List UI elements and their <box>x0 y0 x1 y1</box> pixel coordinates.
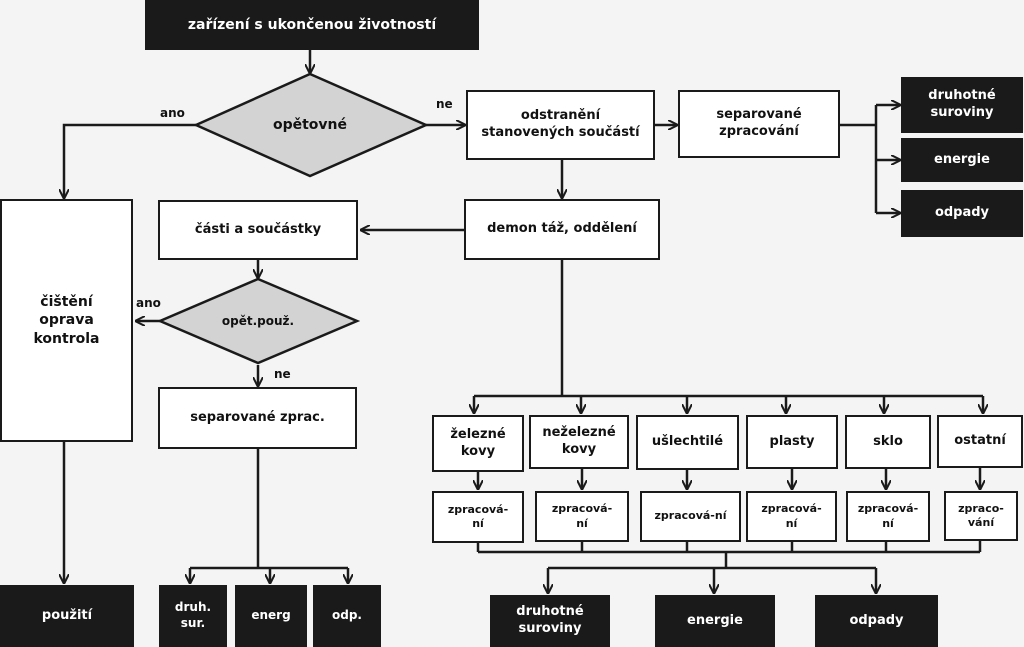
output-small-energy: energ <box>235 585 307 647</box>
node-remove-parts: odstranění stanovených součástí <box>466 90 655 160</box>
label-yes-2: ano <box>136 296 161 310</box>
output-use: použití <box>0 585 134 647</box>
process-box: zpracová- ní <box>535 491 629 542</box>
node-separated-small: separované zprac. <box>158 387 357 449</box>
output-small-waste: odp. <box>313 585 381 647</box>
label-no-1: ne <box>436 97 453 111</box>
category-box: plasty <box>746 415 838 469</box>
process-box: zpracová- ní <box>432 491 524 543</box>
node-clean: čištění oprava kontrola <box>0 199 133 442</box>
decision-reuse2-diamond <box>156 277 361 365</box>
output-top-raw: druhotné suroviny <box>901 77 1023 133</box>
category-box: neželezné kovy <box>529 415 629 469</box>
output-small-raw: druh. sur. <box>159 585 227 647</box>
label-yes-1: ano <box>160 106 185 120</box>
decision-reuse2-label: opět.použ. <box>221 314 295 328</box>
decision-reuse-diamond <box>192 72 430 178</box>
category-box: ušlechtilé <box>636 415 739 470</box>
label-no-2: ne <box>274 367 291 381</box>
category-box: sklo <box>845 415 931 469</box>
node-start: zařízení s ukončenou životností <box>145 0 479 50</box>
output-bottom-raw: druhotné suroviny <box>490 595 610 647</box>
process-box: zpracová- ní <box>746 491 837 542</box>
output-top-waste: odpady <box>901 190 1023 237</box>
node-separated-top: separované zpracování <box>678 90 840 158</box>
node-dismantle: demon táž, oddělení <box>464 199 660 260</box>
output-bottom-energy: energie <box>655 595 775 647</box>
category-box: železné kovy <box>432 415 524 472</box>
category-box: ostatní <box>937 415 1023 468</box>
output-bottom-waste: odpady <box>815 595 938 647</box>
node-parts: části a součástky <box>158 200 358 260</box>
process-box: zpracová-ní <box>640 491 741 542</box>
process-box: zpracová- ní <box>846 491 930 542</box>
process-box: zpraco- vání <box>944 491 1018 541</box>
decision-reuse-label: opětovné <box>272 117 348 133</box>
output-top-energy: energie <box>901 138 1023 182</box>
